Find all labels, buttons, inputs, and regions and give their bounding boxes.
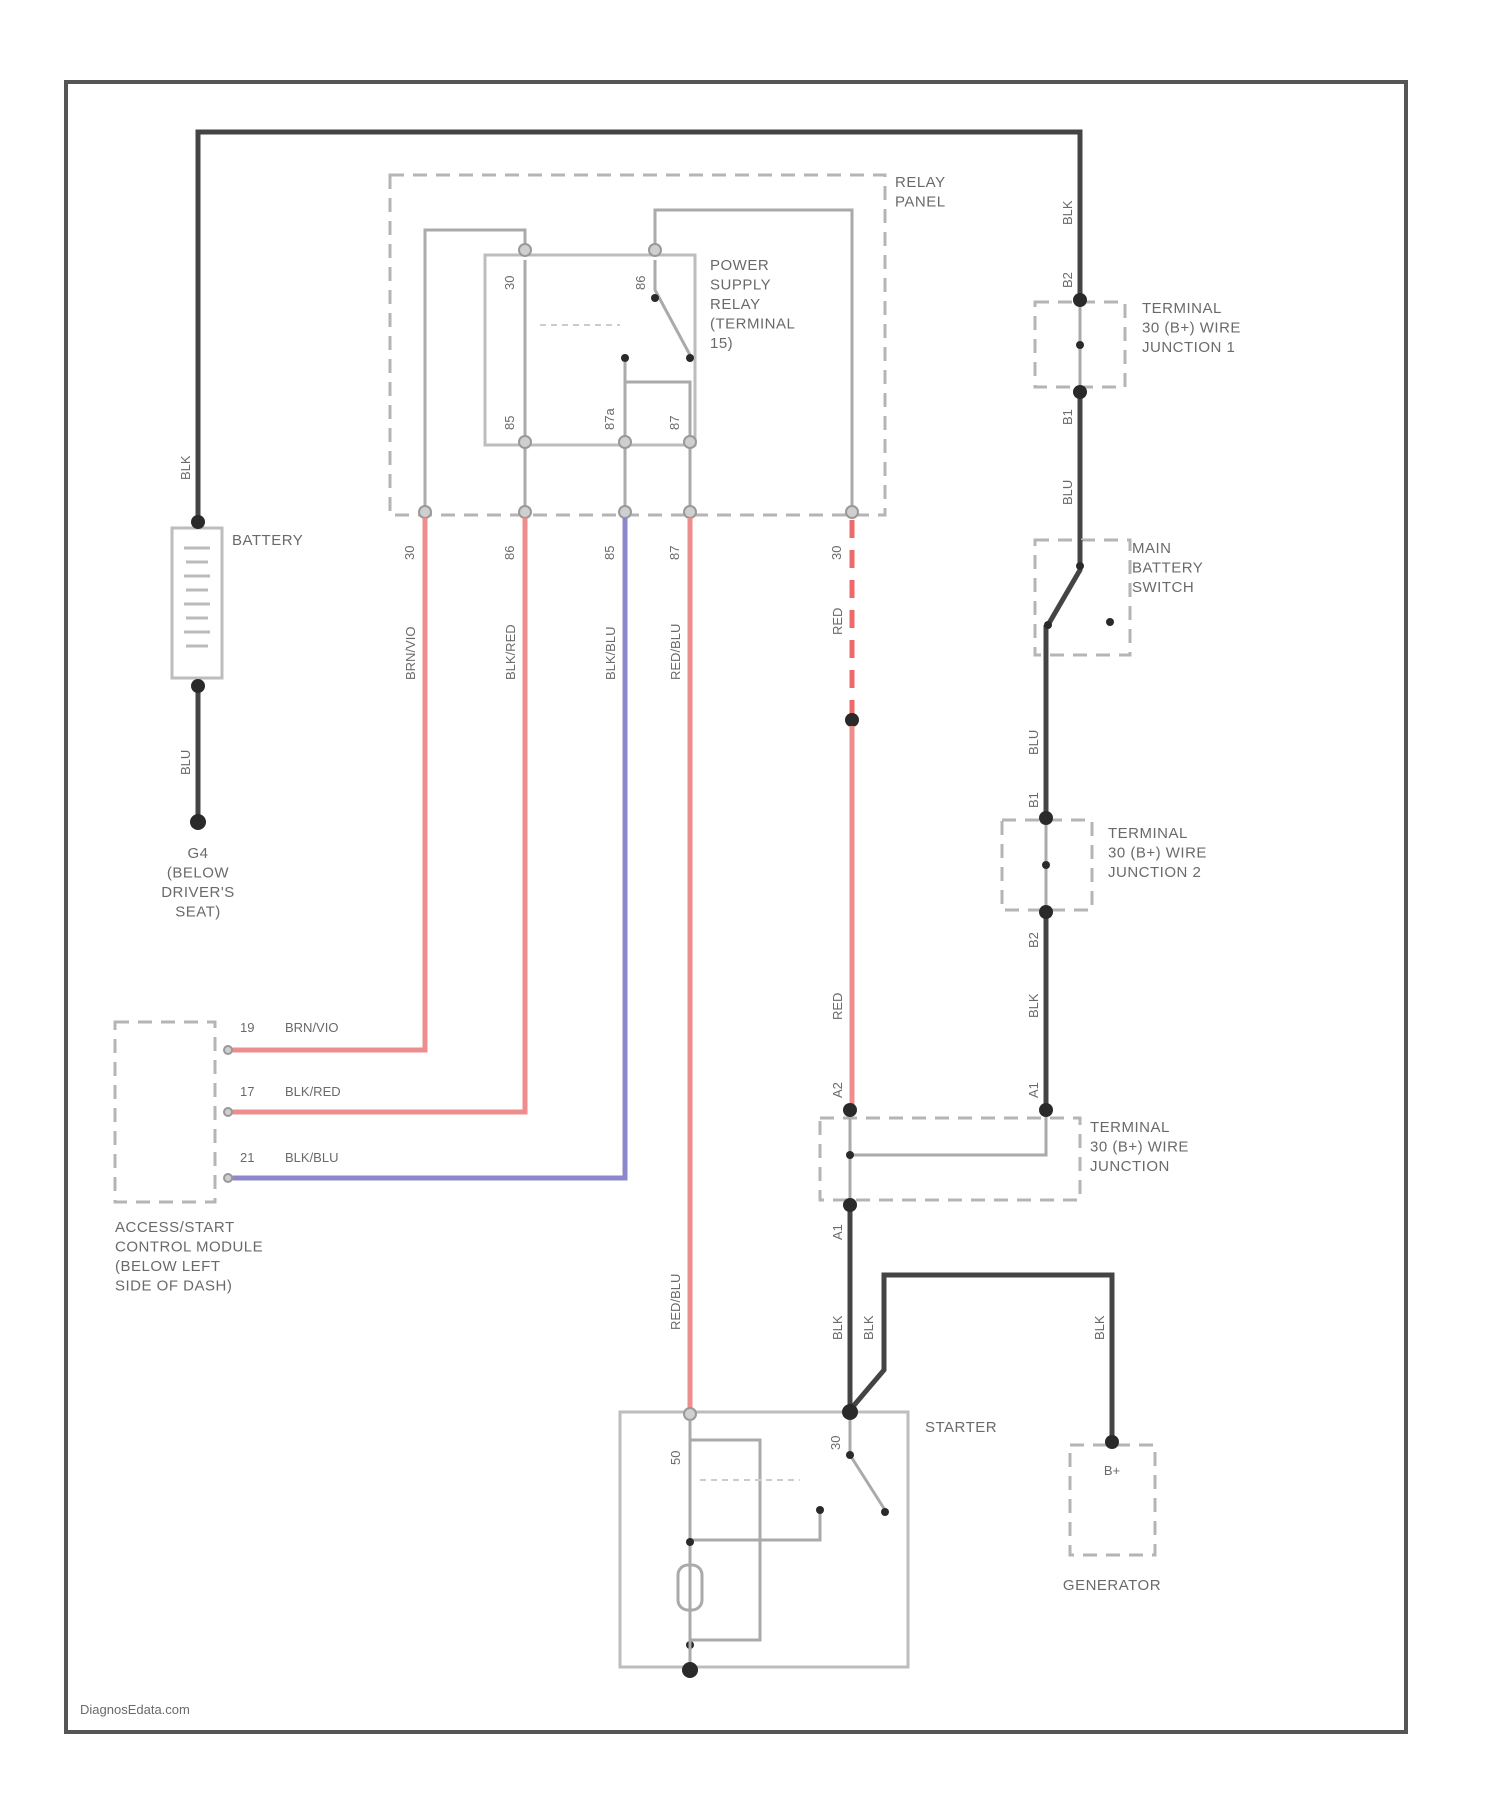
panel-pin-5: 30: [829, 546, 844, 560]
module-wire-17: BLK/RED: [285, 1084, 341, 1099]
wire-label-red-top: RED: [830, 608, 845, 635]
relay-pin-85: 85: [502, 416, 517, 430]
wire-label-blk-starter-1: BLK: [830, 1315, 845, 1340]
wire-label-blk-right: BLK: [1060, 200, 1075, 225]
panel-pin-1: 30: [402, 546, 417, 560]
module-wire-21: BLK/BLU: [285, 1150, 338, 1165]
generator-box: [1070, 1445, 1155, 1555]
wire-label-blu-switch-bottom: BLU: [1026, 730, 1041, 755]
junction2-pin-b1: B1: [1026, 792, 1041, 808]
module-pin-19: 19: [240, 1020, 254, 1035]
generator-pin-b: B+: [1104, 1463, 1120, 1478]
panel-pin-4: 87: [667, 546, 682, 560]
switch-arm: [1048, 540, 1080, 625]
wire-label-blu-ground: BLU: [178, 750, 193, 775]
wire-brn-vio: [232, 518, 425, 1050]
module-pin-21: 21: [240, 1150, 254, 1165]
relay-panel-box: [390, 175, 885, 515]
wire-label-blk-blu: BLK/BLU: [603, 627, 618, 680]
module-wire-19: BRN/VIO: [285, 1020, 338, 1035]
generator-label: GENERATOR: [1063, 1577, 1161, 1594]
junction2-pin-b2: B2: [1026, 932, 1041, 948]
junction1-pin-b2: B2: [1060, 272, 1075, 288]
starter-ground-dot: [682, 1662, 698, 1678]
panel-pin-3: 85: [602, 546, 617, 560]
wire-blk-blu: [232, 518, 625, 1178]
battery-label: BATTERY: [232, 532, 303, 549]
wire-label-red-blu: RED/BLU: [668, 624, 683, 680]
starter-pin-30: 30: [828, 1436, 843, 1450]
relay-wire-87: [625, 382, 690, 440]
battery-positive-wire: [198, 132, 1080, 520]
access-start-module-box: [115, 1022, 215, 1202]
starter-switch-arm: [850, 1420, 885, 1510]
panel-pin-2: 86: [502, 546, 517, 560]
relay-pin-87: 87: [667, 416, 682, 430]
relay-pin-30: 30: [502, 276, 517, 290]
watermark: DiagnosEdata.com: [80, 1702, 190, 1717]
wire-label-blk-generator: BLK: [1092, 1315, 1107, 1340]
junction1-pin-b1: B1: [1060, 409, 1075, 425]
wire-label-red-blu-lower: RED/BLU: [668, 1274, 683, 1330]
wire-label-blk-top: BLK: [178, 455, 193, 480]
junction-pin-a1-bottom: A1: [830, 1224, 845, 1240]
wire-label-red-mid: RED: [830, 993, 845, 1020]
relay-wire-30: [425, 230, 525, 510]
wire-label-blk-starter-2: BLK: [861, 1315, 876, 1340]
relay-switch-arm: [655, 260, 690, 355]
starter-label: STARTER: [925, 1419, 997, 1436]
wire-label-brn-vio: BRN/VIO: [403, 627, 418, 680]
starter-pin-50: 50: [668, 1451, 683, 1465]
ground-g4-dot: [190, 814, 206, 830]
terminal-junction-box: [820, 1118, 1080, 1200]
junction-pin-a2-top: A2: [830, 1082, 845, 1098]
relay-pin-87a: 87a: [602, 408, 617, 430]
relay-pin-86: 86: [633, 276, 648, 290]
wire-label-blk-red: BLK/RED: [503, 624, 518, 680]
module-pin-17: 17: [240, 1084, 254, 1099]
wire-blk-red: [232, 518, 525, 1112]
wire-starter-to-generator: [850, 1275, 1112, 1440]
junction-pin-a1-top: A1: [1026, 1082, 1041, 1098]
wire-label-blu-switch-top: BLU: [1060, 480, 1075, 505]
wire-label-blk-junction: BLK: [1026, 993, 1041, 1018]
